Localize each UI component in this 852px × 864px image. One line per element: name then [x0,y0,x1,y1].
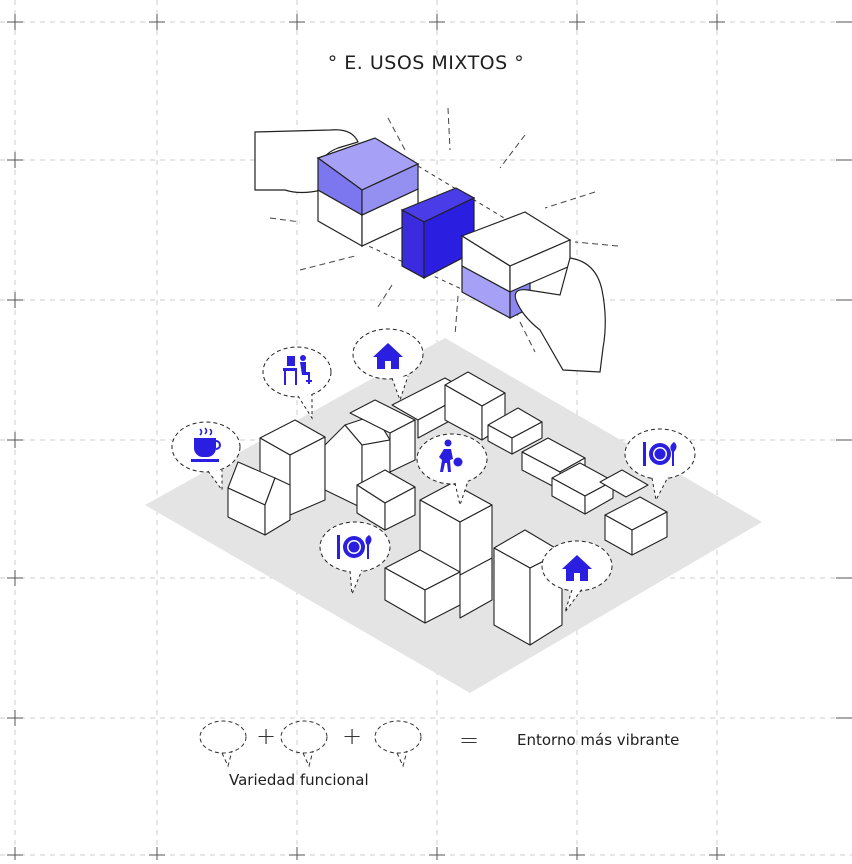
plus-sign-1: + [256,722,277,750]
empty-bubble-3 [374,720,422,768]
bubble-home-south [541,540,613,613]
burst-lines [269,107,619,353]
caption-label: Variedad funcional [229,771,369,789]
sports-icon [439,439,463,472]
result-label: Entorno más vibrante [517,731,680,749]
office-worker-icon [283,355,312,385]
bubble-dining-south [319,521,391,595]
coffee-cup-icon [191,427,221,462]
bubble-home-north [352,328,424,402]
diagram-title: ° E. USOS MIXTOS ° [327,52,525,74]
grid-crosses [7,14,852,863]
bubble-office [262,346,332,420]
equals-sign: = [459,726,480,754]
home-icon [373,343,403,369]
empty-bubble-1 [199,720,247,768]
legend-bubbles [199,720,422,768]
bubble-dining-east [624,428,696,502]
bubble-sports [416,433,488,507]
building-cluster-south [384,482,563,646]
bubble-coffee [171,421,241,492]
dining-icon [643,442,677,466]
left-block [316,137,420,248]
empty-bubble-2 [280,720,328,768]
right-block [460,211,572,320]
right-hand [514,257,606,373]
dining-icon-2 [337,535,372,559]
home-icon-2 [562,555,592,581]
building-cluster-west [227,399,416,536]
building-cluster-east [521,437,668,556]
building-cluster-north [391,371,543,455]
plus-sign-2: + [342,722,363,750]
